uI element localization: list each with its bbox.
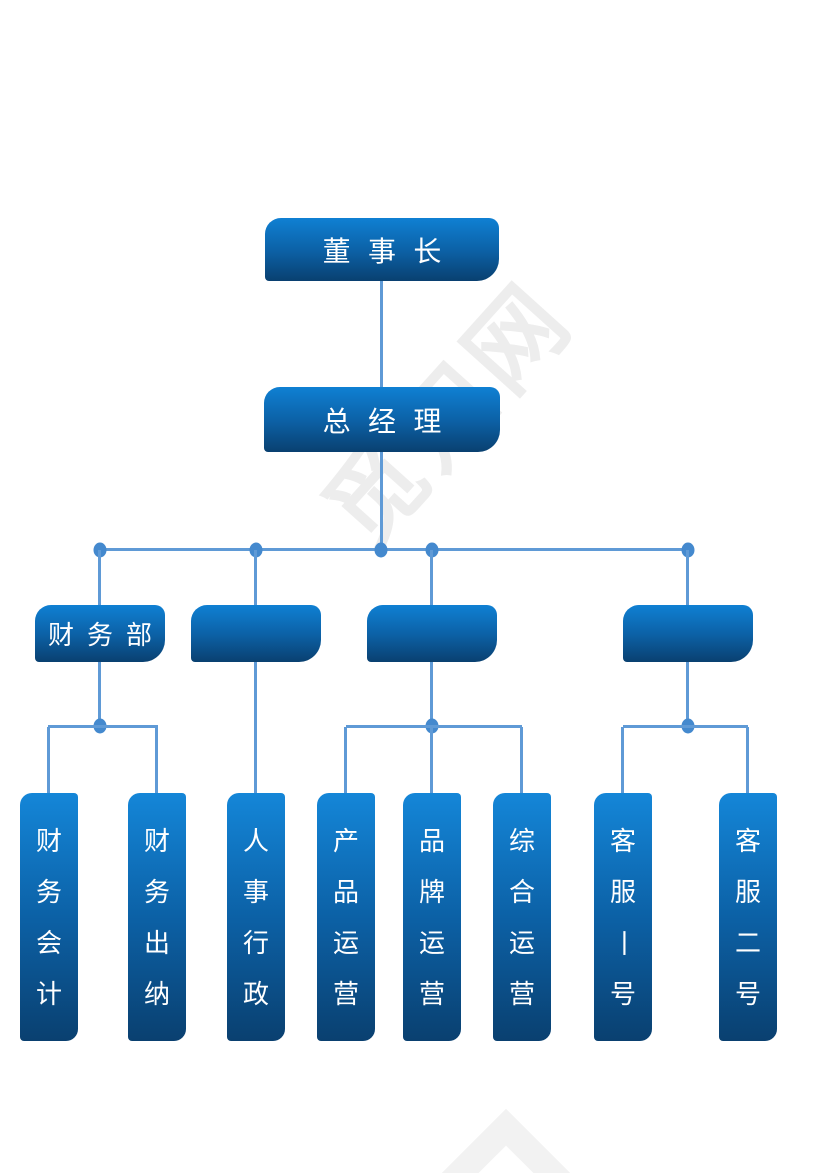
connector-main-rail bbox=[100, 548, 690, 551]
node-dept-4 bbox=[623, 605, 753, 662]
connector-dept1-leaf1 bbox=[47, 727, 50, 793]
node-dept-finance: 财务部 bbox=[35, 605, 165, 662]
node-finance-accounting: 财务会计 bbox=[20, 793, 78, 1041]
connector-rail-dept2 bbox=[254, 550, 257, 605]
connector-dept1-rail bbox=[48, 725, 158, 728]
connector-dept4-leaf1 bbox=[621, 727, 624, 793]
node-customer-service-2: 客服二号 bbox=[719, 793, 777, 1041]
connector-rail-dept3 bbox=[430, 550, 433, 605]
connector-dept3-leaf2 bbox=[430, 727, 433, 793]
connector-chairman-gm bbox=[380, 281, 383, 387]
connector-dept4-stem bbox=[686, 662, 689, 727]
connector-dept1-leaf2 bbox=[155, 727, 158, 793]
connector-rail-dept4 bbox=[686, 550, 689, 605]
node-customer-service-1: 客服一号 bbox=[594, 793, 652, 1041]
connector-dept3-leaf3 bbox=[520, 727, 523, 793]
node-chairman-label: 董事长 bbox=[322, 235, 459, 267]
connector-dept3-rail bbox=[346, 725, 522, 728]
connector-dept3-leaf1 bbox=[344, 727, 347, 793]
node-hr-admin: 人事行政 bbox=[227, 793, 285, 1041]
node-finance-cashier: 财务出纳 bbox=[128, 793, 186, 1041]
node-dept-3 bbox=[367, 605, 497, 662]
node-general-manager: 总经理 bbox=[264, 387, 500, 452]
connector-rail-dept1 bbox=[98, 550, 101, 605]
brand-watermark-diamond bbox=[327, 1108, 685, 1173]
connector-dept2-leaf1 bbox=[254, 662, 257, 793]
connector-dept4-leaf2 bbox=[746, 727, 749, 793]
connector-dept4-rail bbox=[623, 725, 748, 728]
node-general-manager-label: 总经理 bbox=[322, 405, 459, 437]
connector-dept1-stem bbox=[98, 662, 101, 727]
connector-gm-rail bbox=[380, 452, 383, 550]
node-brand-operations: 品牌运营 bbox=[403, 793, 461, 1041]
node-dept-2 bbox=[191, 605, 321, 662]
node-general-operations: 综合运营 bbox=[493, 793, 551, 1041]
junction-dot-center bbox=[374, 542, 388, 558]
connector-dept3-stem bbox=[430, 662, 433, 727]
node-dept-finance-label: 财务部 bbox=[48, 620, 166, 650]
node-chairman: 董事长 bbox=[265, 218, 499, 281]
node-product-operations: 产品运营 bbox=[317, 793, 375, 1041]
